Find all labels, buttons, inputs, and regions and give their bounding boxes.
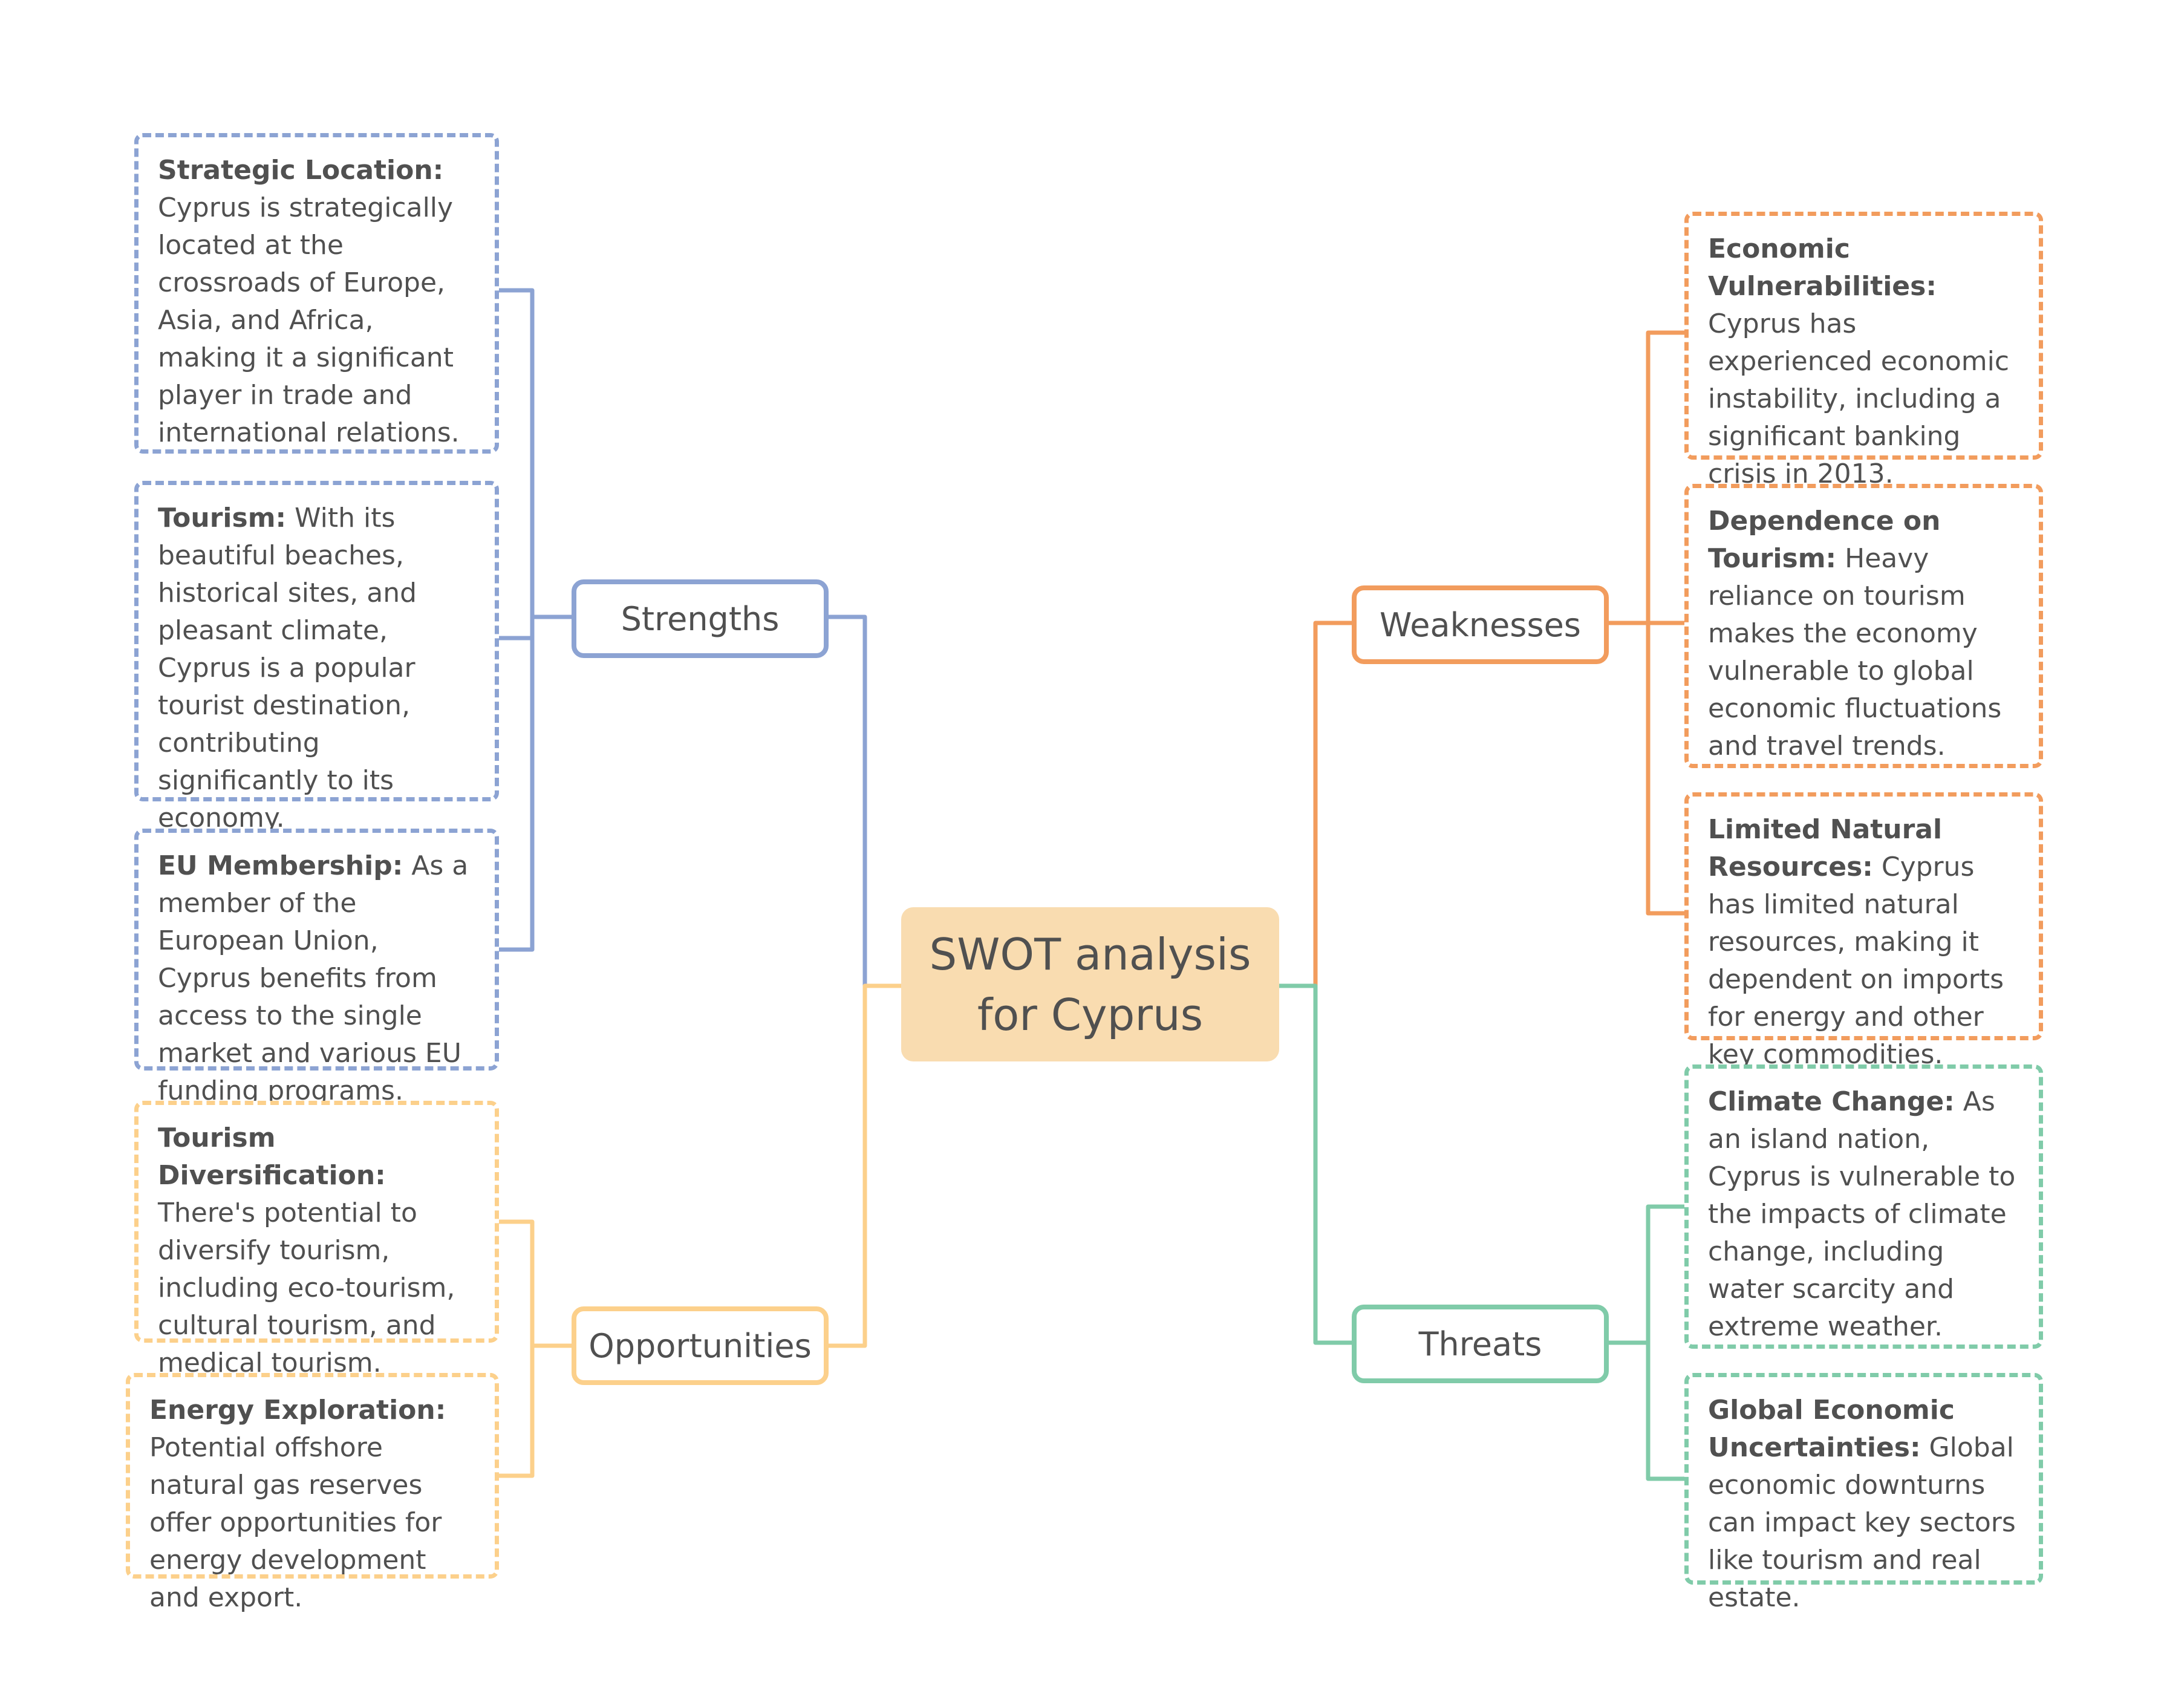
card-title: Global Economic Uncertainties: [1708, 1395, 1955, 1463]
card-global-economic-uncertainties[interactable]: Global Economic Uncertainties: Global ec… [1684, 1373, 2043, 1613]
card-tourism-diversification[interactable]: Tourism Diversification: There's potenti… [134, 1101, 499, 1378]
card-energy-exploration[interactable]: Energy Exploration: Potential offshore n… [126, 1373, 499, 1613]
card-dependence-on-tourism[interactable]: Dependence on Tourism: Heavy reliance on… [1684, 484, 2043, 768]
link-strengths-items [497, 288, 574, 952]
card-title: Tourism: [158, 503, 287, 533]
branch-weaknesses[interactable]: Weaknesses [1352, 585, 1609, 664]
card-text: As an island nation, Cyprus is vulnerabl… [1708, 1086, 2016, 1342]
card-text: Potential offshore natural gas reserves … [149, 1432, 442, 1613]
card-title: Limited Natural Resources: [1708, 814, 1943, 882]
branch-threats[interactable]: Threats [1352, 1305, 1609, 1383]
link-central-strengths [826, 614, 904, 988]
branch-opportunities-label: Opportunities [588, 1326, 812, 1365]
card-text: Cyprus has experienced economic instabil… [1708, 308, 2010, 489]
card-tourism[interactable]: Tourism: With its beautiful beaches, his… [134, 481, 499, 833]
link-central-opportunities [826, 983, 904, 1348]
card-text: Heavy reliance on tourism makes the econ… [1708, 543, 2002, 761]
card-text: As a member of the European Union, Cypru… [158, 850, 469, 1106]
card-eu-membership[interactable]: EU Membership: As a member of the Europe… [134, 829, 499, 1106]
card-title: Economic Vulnerabilities: [1708, 233, 1937, 302]
central-topic[interactable]: SWOT analysis for Cyprus [901, 907, 1279, 1061]
link-weaknesses-items [1606, 330, 1687, 916]
card-title: Strategic Location: [158, 155, 444, 186]
card-limited-natural-resources[interactable]: Limited Natural Resources: Cyprus has li… [1684, 792, 2043, 1070]
branch-weaknesses-label: Weaknesses [1380, 605, 1581, 644]
branch-strengths-label: Strengths [621, 599, 780, 638]
card-title: EU Membership: [158, 850, 403, 881]
card-text: Global economic downturns can impact key… [1708, 1432, 2016, 1613]
card-title: Energy Exploration: [149, 1395, 446, 1426]
card-text: Cyprus is strategically located at the c… [158, 192, 460, 448]
link-threats-items [1606, 1204, 1687, 1481]
card-title: Tourism Diversification: [158, 1123, 386, 1191]
link-central-weaknesses [1277, 621, 1354, 988]
branch-strengths[interactable]: Strengths [572, 579, 829, 658]
link-central-threats [1277, 983, 1354, 1345]
branch-opportunities[interactable]: Opportunities [572, 1306, 829, 1385]
card-strategic-location[interactable]: Strategic Location: Cyprus is strategica… [134, 133, 499, 454]
card-climate-change[interactable]: Climate Change: As an island nation, Cyp… [1684, 1064, 2043, 1349]
card-title: Climate Change: [1708, 1086, 1955, 1117]
central-topic-label: SWOT analysis for Cyprus [929, 928, 1251, 1040]
link-opportunities-items [497, 1219, 574, 1478]
card-title: Dependence on Tourism: [1708, 506, 1941, 574]
card-economic-vulnerabilities[interactable]: Economic Vulnerabilities: Cyprus has exp… [1684, 212, 2043, 489]
branch-threats-label: Threats [1418, 1325, 1542, 1363]
card-text: Cyprus has limited natural resources, ma… [1708, 852, 2004, 1070]
card-text: With its beautiful beaches, historical s… [158, 503, 417, 833]
